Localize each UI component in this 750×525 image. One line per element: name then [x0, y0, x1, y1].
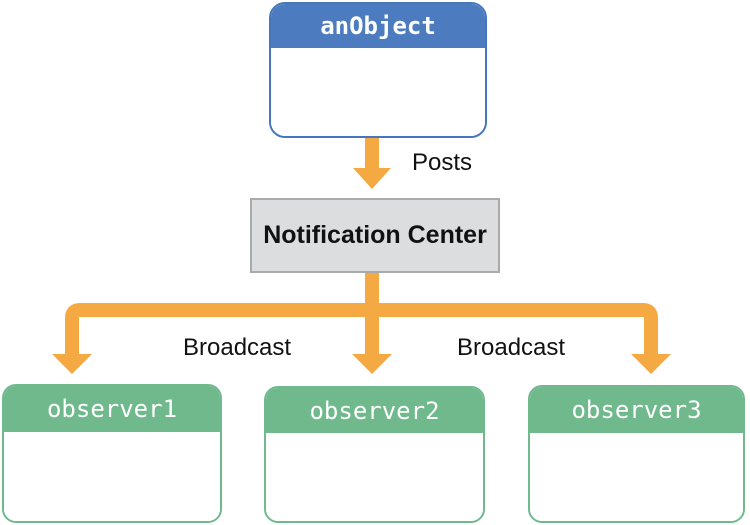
node-observer1-body [4, 432, 220, 521]
node-observer3: observer3 [528, 385, 745, 523]
node-observer3-body [530, 433, 743, 521]
edge-label-posts: Posts [412, 149, 473, 176]
node-observer1-label: observer1 [46, 395, 178, 423]
edge-label-broadcast-right: Broadcast [457, 334, 566, 361]
node-anobject-body [271, 48, 485, 136]
node-anobject: anObject [269, 2, 487, 138]
node-observer1: observer1 [2, 384, 222, 523]
observer1-arrowhead-icon [52, 354, 92, 374]
observer3-arrowhead-icon [631, 354, 671, 374]
node-observer3-header: observer3 [530, 387, 743, 433]
broadcast-bar [65, 303, 658, 357]
posts-arrowhead-icon [353, 168, 391, 189]
node-observer2-body [266, 433, 483, 521]
node-notification-center: Notification Center [250, 198, 500, 273]
edge-label-broadcast-left: Broadcast [183, 334, 292, 361]
node-notification-center-label: Notification Center [263, 221, 487, 249]
node-observer2: observer2 [264, 386, 485, 523]
node-observer2-label: observer2 [309, 396, 440, 425]
observer2-arrowhead-icon [352, 354, 392, 374]
node-anobject-header: anObject [271, 4, 485, 48]
node-observer3-label: observer3 [571, 396, 702, 424]
node-observer2-header: observer2 [266, 388, 483, 433]
node-observer1-header: observer1 [4, 386, 220, 432]
node-anobject-label: anObject [320, 12, 436, 40]
